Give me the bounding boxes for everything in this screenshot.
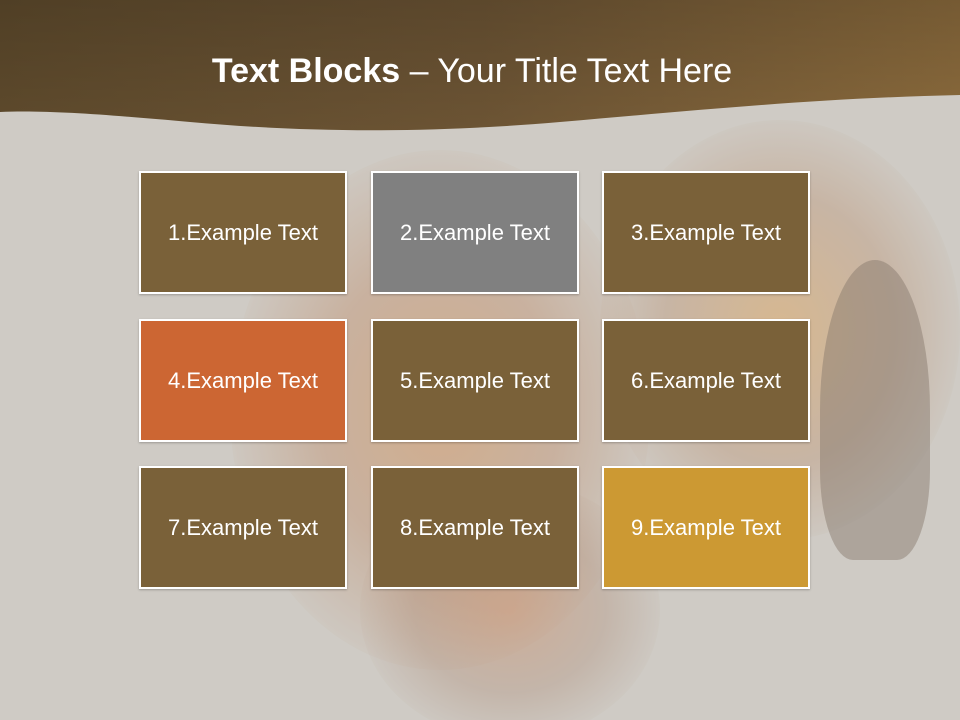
title-separator: – (400, 52, 438, 90)
text-block-8[interactable]: 8.Example Text (371, 466, 579, 589)
title-rest: Your Title Text Here (437, 52, 733, 90)
text-block-5[interactable]: 5.Example Text (371, 319, 579, 442)
text-block-9[interactable]: 9.Example Text (602, 466, 810, 589)
text-block-7[interactable]: 7.Example Text (139, 466, 347, 589)
slide-title: Text Blocks – Your Title Text Here (0, 52, 944, 91)
text-block-2[interactable]: 2.Example Text (371, 171, 579, 294)
header-band (0, 0, 960, 131)
text-block-1[interactable]: 1.Example Text (139, 171, 347, 294)
background-figure (820, 260, 930, 560)
text-block-4[interactable]: 4.Example Text (139, 319, 347, 442)
text-block-3[interactable]: 3.Example Text (602, 171, 810, 294)
text-block-6[interactable]: 6.Example Text (602, 319, 810, 442)
title-bold: Text Blocks (211, 52, 401, 90)
